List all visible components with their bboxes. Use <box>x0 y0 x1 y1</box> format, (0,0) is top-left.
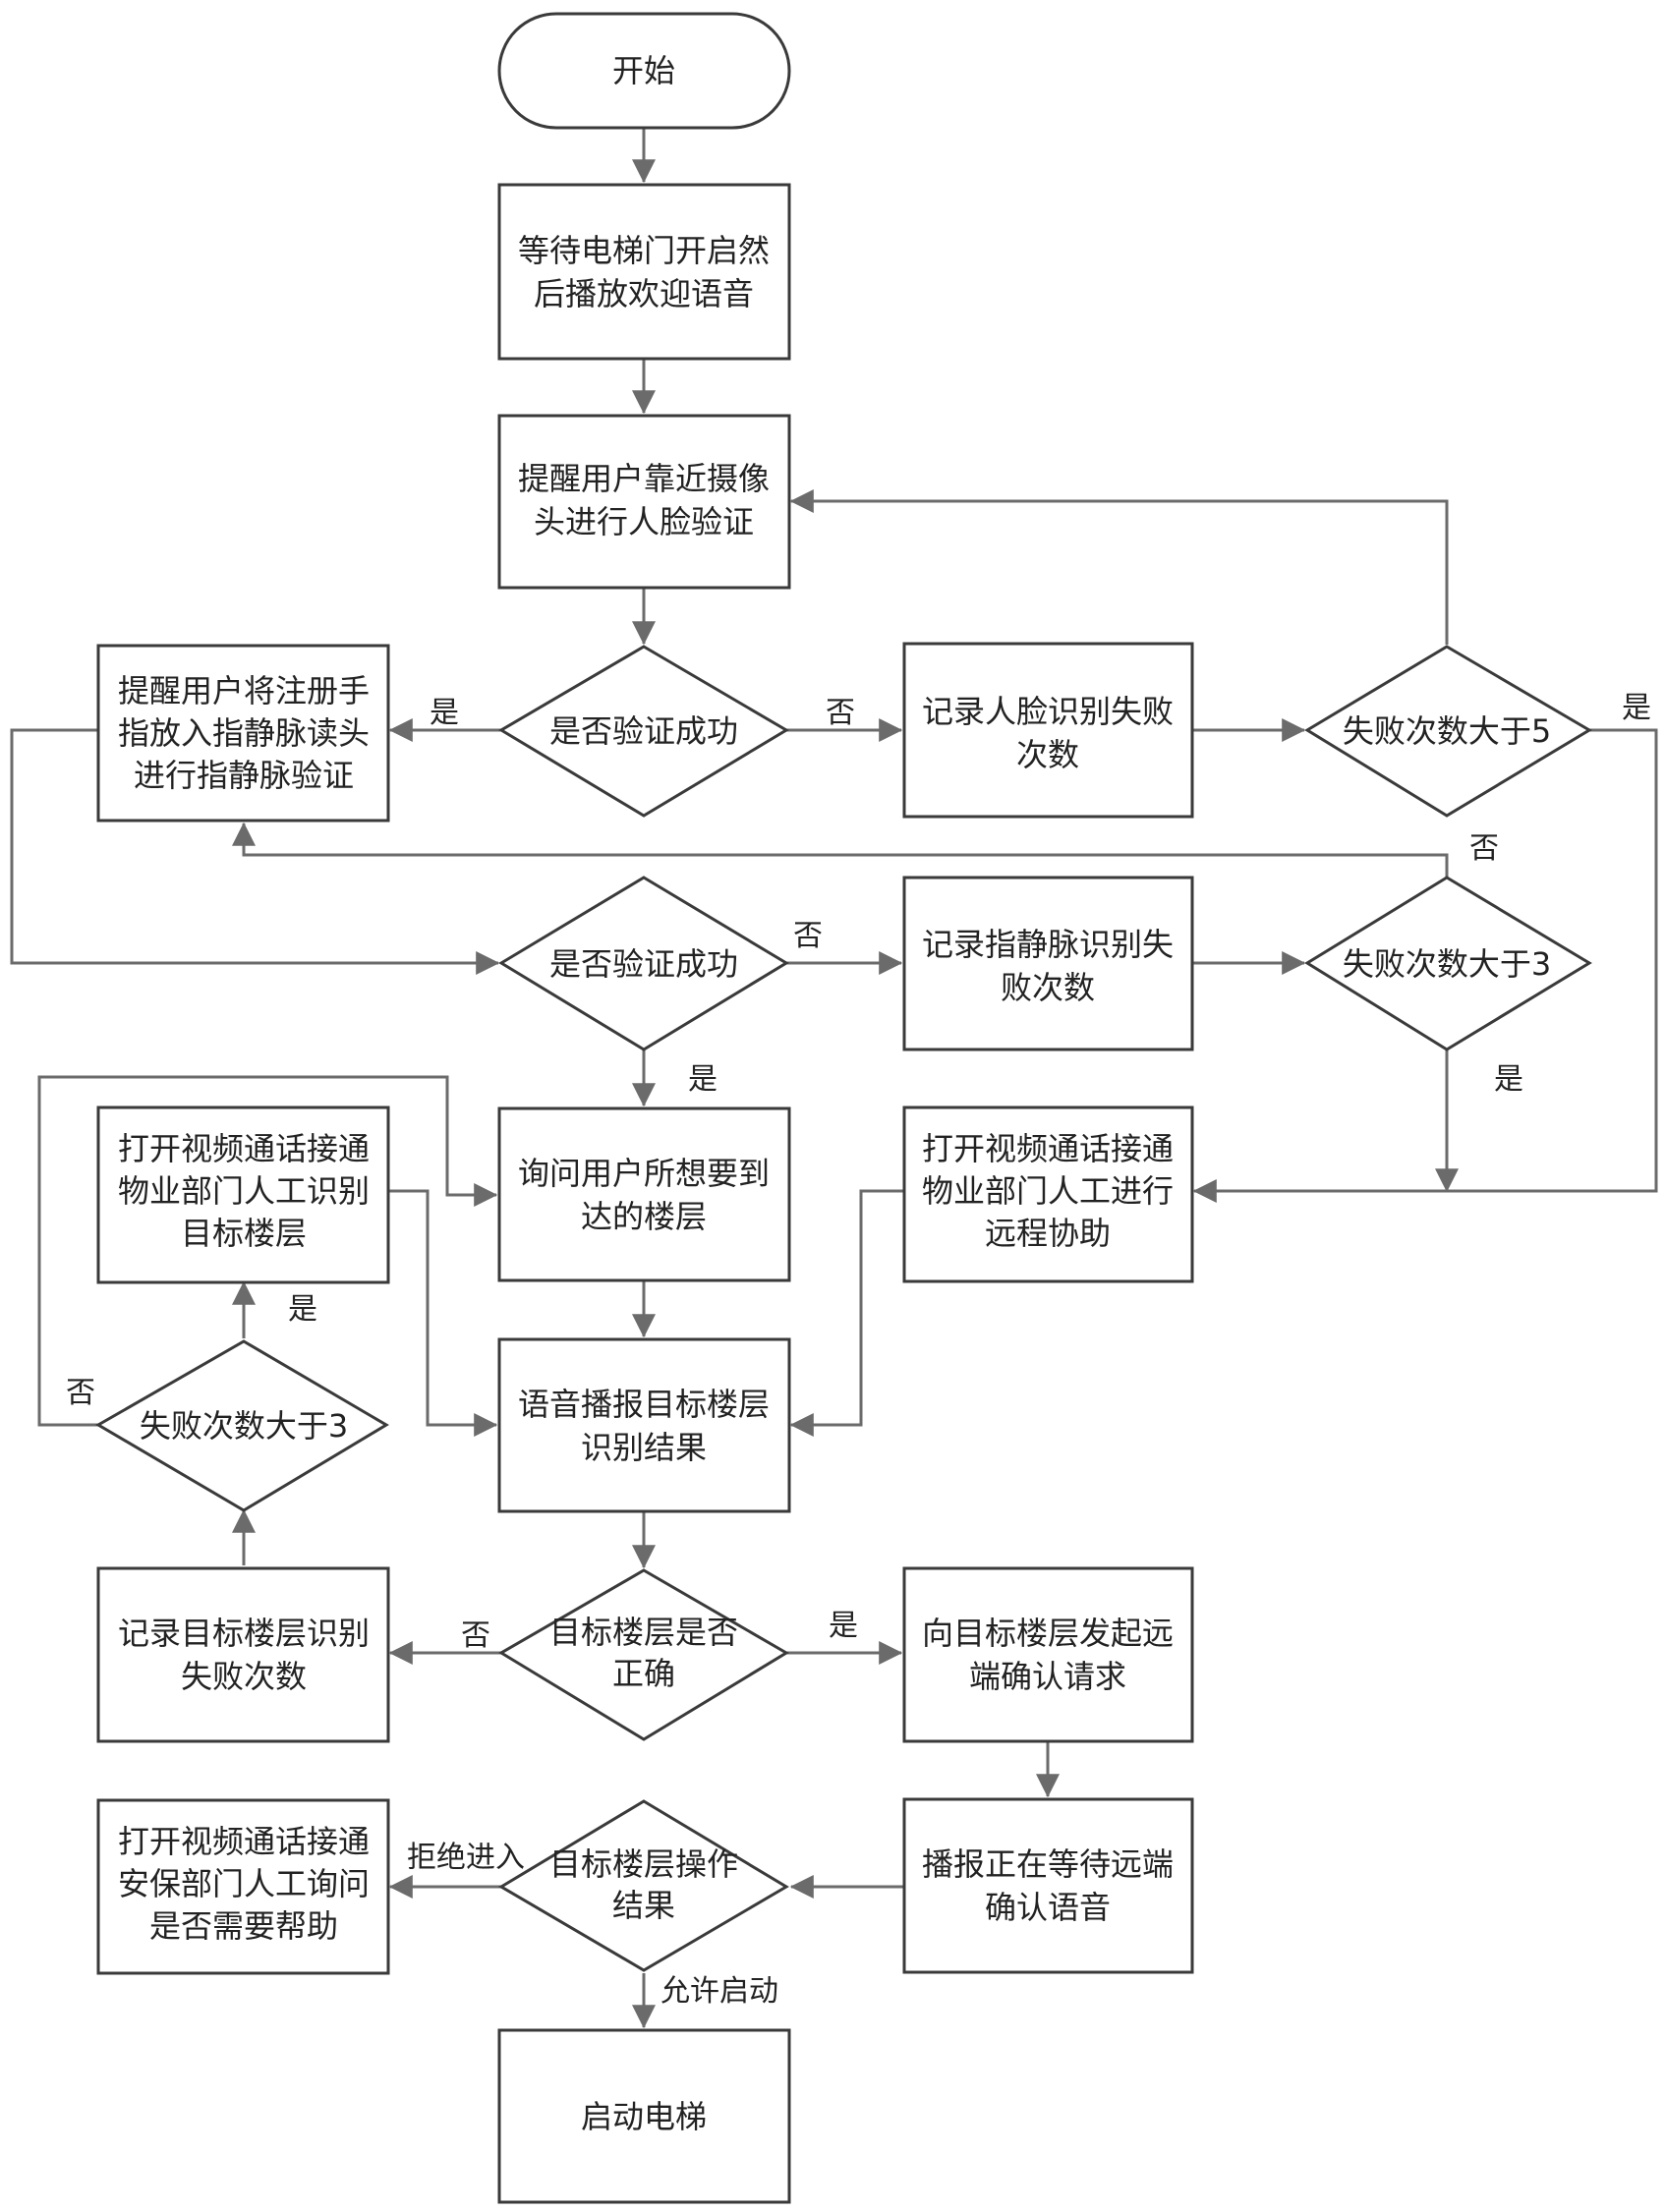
edges <box>10 128 1658 2029</box>
node-video-manual-floor: 打开视频通话接通 物业部门人工识别 目标楼层 <box>96 1106 390 1284</box>
label-reject-entry: 拒绝进入 <box>407 1841 525 1875</box>
node-vein-record-line-1: 记录指静脉识别失 <box>922 926 1174 963</box>
node-wait-door: 等待电梯门开启然 后播放欢迎语音 <box>497 183 791 361</box>
node-video-security-line-1: 打开视频通话接通 <box>118 1823 370 1860</box>
label-face-yes: 是 <box>430 696 459 730</box>
label-vein-no: 否 <box>793 919 823 953</box>
label-face-no: 否 <box>826 696 855 730</box>
node-vein-record: 记录指静脉识别失 败次数 <box>902 876 1194 1051</box>
edge-vein-prompt-to-verify <box>10 728 500 975</box>
node-announce-floor-line-1: 语音播报目标楼层 <box>518 1386 770 1423</box>
node-floor-correct-line-2: 正确 <box>612 1655 675 1692</box>
label-floor-fail-no: 否 <box>66 1376 95 1410</box>
node-ask-floor-line-1: 询问用户所想要到 <box>518 1155 770 1192</box>
label-vein-yes: 是 <box>688 1062 718 1097</box>
node-announce-floor: 语音播报目标楼层 识别结果 <box>497 1337 791 1513</box>
node-video-manual-floor-line-3: 目标楼层 <box>181 1215 307 1252</box>
edge-remote-to-announce <box>789 1189 904 1437</box>
node-floor-fail-check: 失败次数大于3 <box>95 1339 389 1512</box>
node-vein-fail-check-label: 失败次数大于3 <box>1343 945 1551 983</box>
node-face-verify-label: 是否验证成功 <box>549 712 738 750</box>
node-floor-operation: 目标楼层操作 结果 <box>498 1799 789 1972</box>
node-start: 开始 <box>497 12 791 130</box>
edge-floor-fail-no-to-ask <box>37 1075 498 1427</box>
node-video-manual-floor-line-2: 物业部门人工识别 <box>118 1172 370 1210</box>
node-video-security: 打开视频通话接通 安保部门人工询问 是否需要帮助 <box>96 1798 390 1975</box>
node-announce-wait: 播报正在等待远端 确认语音 <box>902 1797 1194 1974</box>
node-floor-correct: 目标楼层是否 正确 <box>498 1568 789 1741</box>
node-remote-confirm-line-2: 端确认请求 <box>969 1658 1126 1695</box>
node-video-manual-floor-line-1: 打开视频通话接通 <box>118 1130 370 1167</box>
node-vein-record-line-2: 败次数 <box>1001 969 1095 1006</box>
node-face-fail-check-label: 失败次数大于5 <box>1343 712 1551 750</box>
node-start-elevator-label: 启动电梯 <box>581 2098 707 2135</box>
node-video-remote-assist: 打开视频通话接通 物业部门人工进行 远程协助 <box>902 1106 1194 1283</box>
node-record-floor-fail: 记录目标楼层识别 失败次数 <box>96 1566 390 1743</box>
edge-vein-fail-no-loop <box>232 822 1449 878</box>
nodes: 开始 等待电梯门开启然 后播放欢迎语音 提醒用户靠近摄像 头进行人脸验证 是否验… <box>95 12 1592 2204</box>
node-wait-door-line-1: 等待电梯门开启然 <box>518 232 770 269</box>
node-vein-prompt: 提醒用户将注册手 指放入指静脉读头 进行指静脉验证 <box>96 644 390 822</box>
label-face-fail-yes: 是 <box>1622 691 1651 725</box>
label-vein-fail-yes: 是 <box>1494 1062 1523 1097</box>
node-vein-prompt-line-2: 指放入指静脉读头 <box>118 714 370 752</box>
node-record-floor-fail-line-1: 记录目标楼层识别 <box>118 1615 370 1652</box>
node-vein-fail-check: 失败次数大于3 <box>1304 876 1592 1051</box>
edge-face-fail-loop <box>789 489 1449 645</box>
node-announce-wait-line-2: 确认语音 <box>985 1889 1111 1926</box>
node-floor-operation-line-2: 结果 <box>612 1887 675 1924</box>
label-floor-fail-yes: 是 <box>288 1292 317 1327</box>
node-face-prompt-line-2: 头进行人脸验证 <box>534 503 754 540</box>
node-vein-verify: 是否验证成功 <box>498 876 789 1051</box>
node-start-label: 开始 <box>612 52 675 89</box>
node-video-security-line-2: 安保部门人工询问 <box>118 1865 370 1902</box>
node-record-floor-fail-line-2: 失败次数 <box>181 1658 307 1695</box>
node-face-record-line-1: 记录人脸识别失败 <box>922 693 1174 730</box>
node-start-elevator: 启动电梯 <box>497 2028 791 2204</box>
node-announce-floor-line-2: 识别结果 <box>581 1429 707 1466</box>
node-floor-correct-line-1: 目标楼层是否 <box>549 1614 738 1651</box>
node-vein-prompt-line-1: 提醒用户将注册手 <box>118 672 370 709</box>
node-face-fail-check: 失败次数大于5 <box>1304 645 1592 818</box>
node-vein-verify-label: 是否验证成功 <box>549 945 738 983</box>
node-floor-operation-line-1: 目标楼层操作 <box>549 1845 738 1883</box>
label-face-fail-no: 否 <box>1469 831 1499 866</box>
node-face-verify: 是否验证成功 <box>498 645 789 818</box>
label-floor-correct-yes: 是 <box>829 1609 858 1643</box>
node-floor-fail-check-label: 失败次数大于3 <box>140 1407 348 1445</box>
node-announce-wait-line-1: 播报正在等待远端 <box>922 1845 1174 1883</box>
edge-face-fail-yes-to-remote <box>1192 728 1658 1203</box>
node-ask-floor: 询问用户所想要到 达的楼层 <box>497 1106 791 1282</box>
node-ask-floor-line-2: 达的楼层 <box>581 1198 707 1235</box>
node-face-prompt-line-1: 提醒用户靠近摄像 <box>518 460 770 497</box>
node-face-record: 记录人脸识别失败 次数 <box>902 642 1194 819</box>
label-floor-correct-no: 否 <box>461 1618 490 1653</box>
node-video-remote-assist-line-2: 物业部门人工进行 <box>922 1172 1174 1210</box>
node-vein-prompt-line-3: 进行指静脉验证 <box>134 757 354 794</box>
label-allow-start: 允许启动 <box>660 1974 778 2009</box>
node-wait-door-line-2: 后播放欢迎语音 <box>534 275 754 312</box>
node-remote-confirm: 向目标楼层发起远 端确认请求 <box>902 1566 1194 1743</box>
node-face-record-line-2: 次数 <box>1016 736 1079 773</box>
node-video-security-line-3: 是否需要帮助 <box>149 1907 338 1945</box>
edge-manual-floor-to-announce <box>388 1189 498 1437</box>
node-face-prompt: 提醒用户靠近摄像 头进行人脸验证 <box>497 414 791 590</box>
node-remote-confirm-line-1: 向目标楼层发起远 <box>922 1615 1174 1652</box>
edge-labels: 是 否 是 否 否 是 是 是 否 否 是 拒绝进入 允许启动 <box>66 691 1651 2009</box>
node-video-remote-assist-line-3: 远程协助 <box>985 1215 1111 1252</box>
node-video-remote-assist-line-1: 打开视频通话接通 <box>922 1130 1174 1167</box>
